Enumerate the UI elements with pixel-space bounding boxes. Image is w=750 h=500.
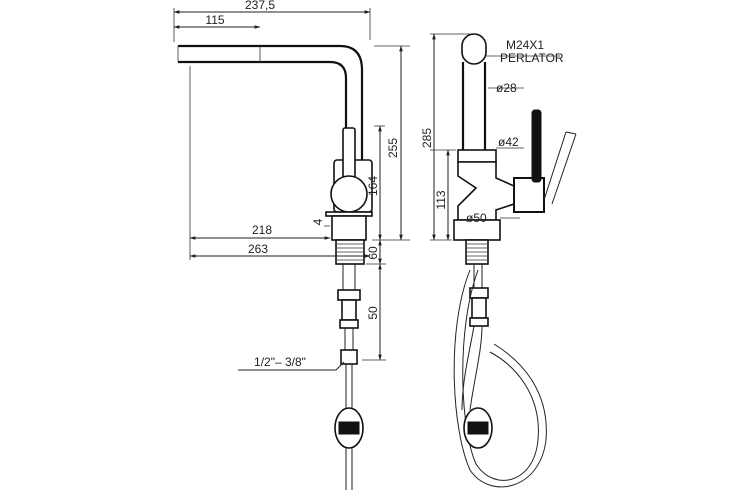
side-dimension-lines [173,10,403,371]
dim-body-height: 164 [366,176,380,196]
dim-base-reach: 218 [252,223,272,237]
front-dimension-lines [432,33,450,241]
thread-label: 1/2"– 3/8" [254,355,306,369]
dim-total-reach: 237,5 [245,0,275,12]
supply-hoses [334,264,364,490]
dim-spout-length: 115 [205,13,224,27]
front-dimension-texts: M24X1 PERLATOR 285 113 ø28 ø42 ø50 [420,38,564,225]
dim-hose-section: 50 [366,306,380,320]
front-spout [461,33,487,150]
dia-spout: ø28 [496,81,517,95]
side-view: 237,5 115 255 164 4 218 263 60 50 1/2"– … [173,0,410,490]
front-threaded-shank [465,239,489,265]
dim-total-height: 255 [386,138,400,158]
spout-outline [177,44,364,160]
dia-body: ø42 [498,135,519,149]
dim-front-lower-height: 113 [434,190,448,209]
threaded-shank [335,239,365,265]
front-hoses [453,264,547,488]
thread-spec-label: M24X1 [506,38,544,52]
aerator-label: PERLATOR [500,51,564,65]
dia-base: ø50 [466,211,487,225]
dim-small: 4 [311,218,325,225]
faucet-body [325,127,373,241]
front-body [453,109,577,241]
dim-hose-reach: 263 [248,242,268,256]
dim-shank: 60 [366,246,380,260]
front-view: M24X1 PERLATOR 285 113 ø28 ø42 ø50 [420,33,577,488]
dim-front-total-height: 285 [420,128,434,148]
side-dimension-texts: 237,5 115 255 164 4 218 263 60 50 1/2"– … [205,0,400,369]
